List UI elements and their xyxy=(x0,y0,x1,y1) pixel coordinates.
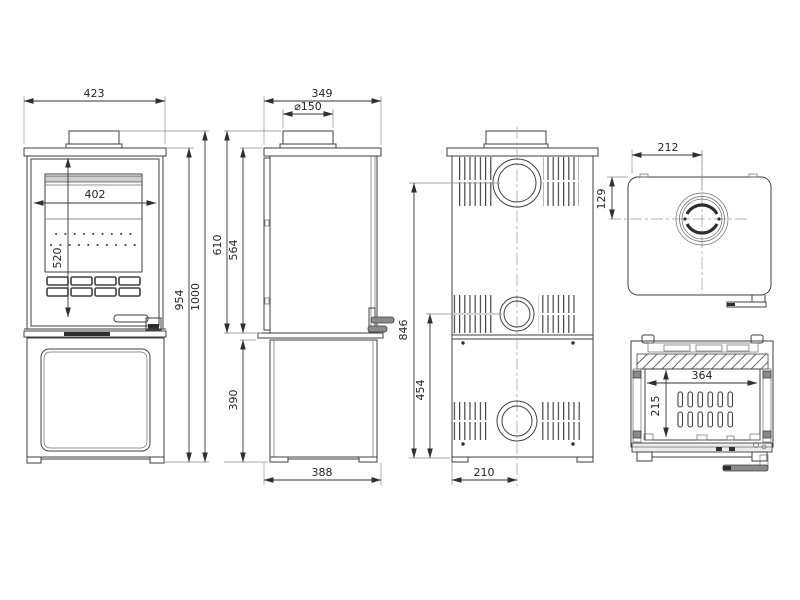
log-store xyxy=(451,338,594,458)
dim-side-upper-height: 564 xyxy=(227,240,240,261)
firebox-view: 364 215 xyxy=(630,334,774,472)
dim-top-flue-from-edge: 212 xyxy=(658,141,679,154)
dim-rear-lower-outlet-height: 454 xyxy=(414,380,427,401)
front-door-handle xyxy=(113,314,162,331)
front-door-vents xyxy=(46,276,141,297)
flue-collar xyxy=(485,130,547,145)
top-view-handle xyxy=(726,295,767,308)
dim-side-flue-diameter: ⌀150 xyxy=(294,100,322,113)
door-edge xyxy=(263,157,271,331)
dim-top-flue-from-rear: 129 xyxy=(595,189,608,210)
front-log-store xyxy=(26,337,165,464)
front-view: 423 402 520 954 1000 xyxy=(23,87,209,464)
rear-view: 846 454 210 xyxy=(397,127,599,486)
foot xyxy=(149,456,165,464)
firebox-frame xyxy=(630,334,774,448)
hinge-pin xyxy=(761,444,767,450)
dim-side-top-depth: 349 xyxy=(312,87,333,100)
knob xyxy=(750,334,764,344)
firebox-base-details xyxy=(631,433,773,472)
baffle-hatched-section xyxy=(636,353,769,370)
firebox-view-dimensions: 364 215 xyxy=(646,369,758,438)
dim-front-overall-height: 1000 xyxy=(189,283,202,311)
dim-rear-flue-offset: 210 xyxy=(474,466,495,479)
dim-side-overall-depth: 388 xyxy=(312,466,333,479)
dim-side-base-height: 390 xyxy=(227,390,240,411)
dim-front-body-height: 954 xyxy=(173,290,186,311)
firebox-rear-vents xyxy=(677,391,734,428)
side-view-outline xyxy=(263,130,382,334)
stove-body xyxy=(269,155,378,334)
front-view-outline xyxy=(23,130,167,330)
foot xyxy=(576,456,594,463)
front-view-dimensions: 423 402 520 954 1000 xyxy=(23,87,209,463)
dim-front-overall-width: 423 xyxy=(84,87,105,100)
knob xyxy=(641,334,655,344)
dim-side-height-incl-collar: 610 xyxy=(211,235,224,256)
dim-front-glass-width: 402 xyxy=(85,188,106,201)
rear-view-outline xyxy=(446,127,599,486)
top-plate xyxy=(263,147,382,157)
top-flue-opening xyxy=(675,192,729,246)
dim-front-glass-height: 520 xyxy=(51,248,64,269)
tab xyxy=(748,173,758,178)
foot xyxy=(451,456,469,463)
side-door-handle xyxy=(367,307,395,333)
hearth-plate xyxy=(451,334,594,340)
rear-screws xyxy=(461,341,575,446)
top-view-outline xyxy=(609,152,772,297)
tab xyxy=(639,173,649,178)
top-plate xyxy=(23,147,167,157)
door-glass xyxy=(44,173,143,273)
rear-outlet-base xyxy=(496,400,538,442)
top-view: 212 129 xyxy=(595,141,772,308)
foot xyxy=(26,456,42,464)
hinge xyxy=(264,219,270,227)
top-plate-plan xyxy=(627,176,772,296)
top-plate xyxy=(446,147,599,157)
hinge-pin xyxy=(753,442,759,448)
flue-collar xyxy=(282,130,334,145)
foot xyxy=(751,451,768,462)
stove-door xyxy=(30,158,160,327)
rear-view-dimensions: 846 454 210 xyxy=(397,182,518,485)
hinge xyxy=(264,297,270,305)
rear-vent-slats xyxy=(450,157,582,440)
top-view-dimensions: 212 129 xyxy=(595,141,703,220)
ash-lip xyxy=(631,442,773,453)
side-log-store xyxy=(269,339,378,463)
foot xyxy=(269,456,289,463)
side-view: 349 ⌀150 610 564 390 388 xyxy=(211,87,395,485)
dim-firebox-height: 215 xyxy=(649,396,662,417)
front-hearth-plate xyxy=(23,328,167,338)
side-view-dimensions: 349 ⌀150 610 564 390 388 xyxy=(211,87,382,485)
foot xyxy=(358,456,378,463)
dim-firebox-width: 364 xyxy=(692,369,713,382)
dim-rear-flue-centre-height: 846 xyxy=(397,320,410,341)
log-store-panel xyxy=(40,348,151,452)
flue-collar xyxy=(68,130,120,145)
foot xyxy=(636,451,653,462)
side-hearth-plate xyxy=(257,332,384,341)
